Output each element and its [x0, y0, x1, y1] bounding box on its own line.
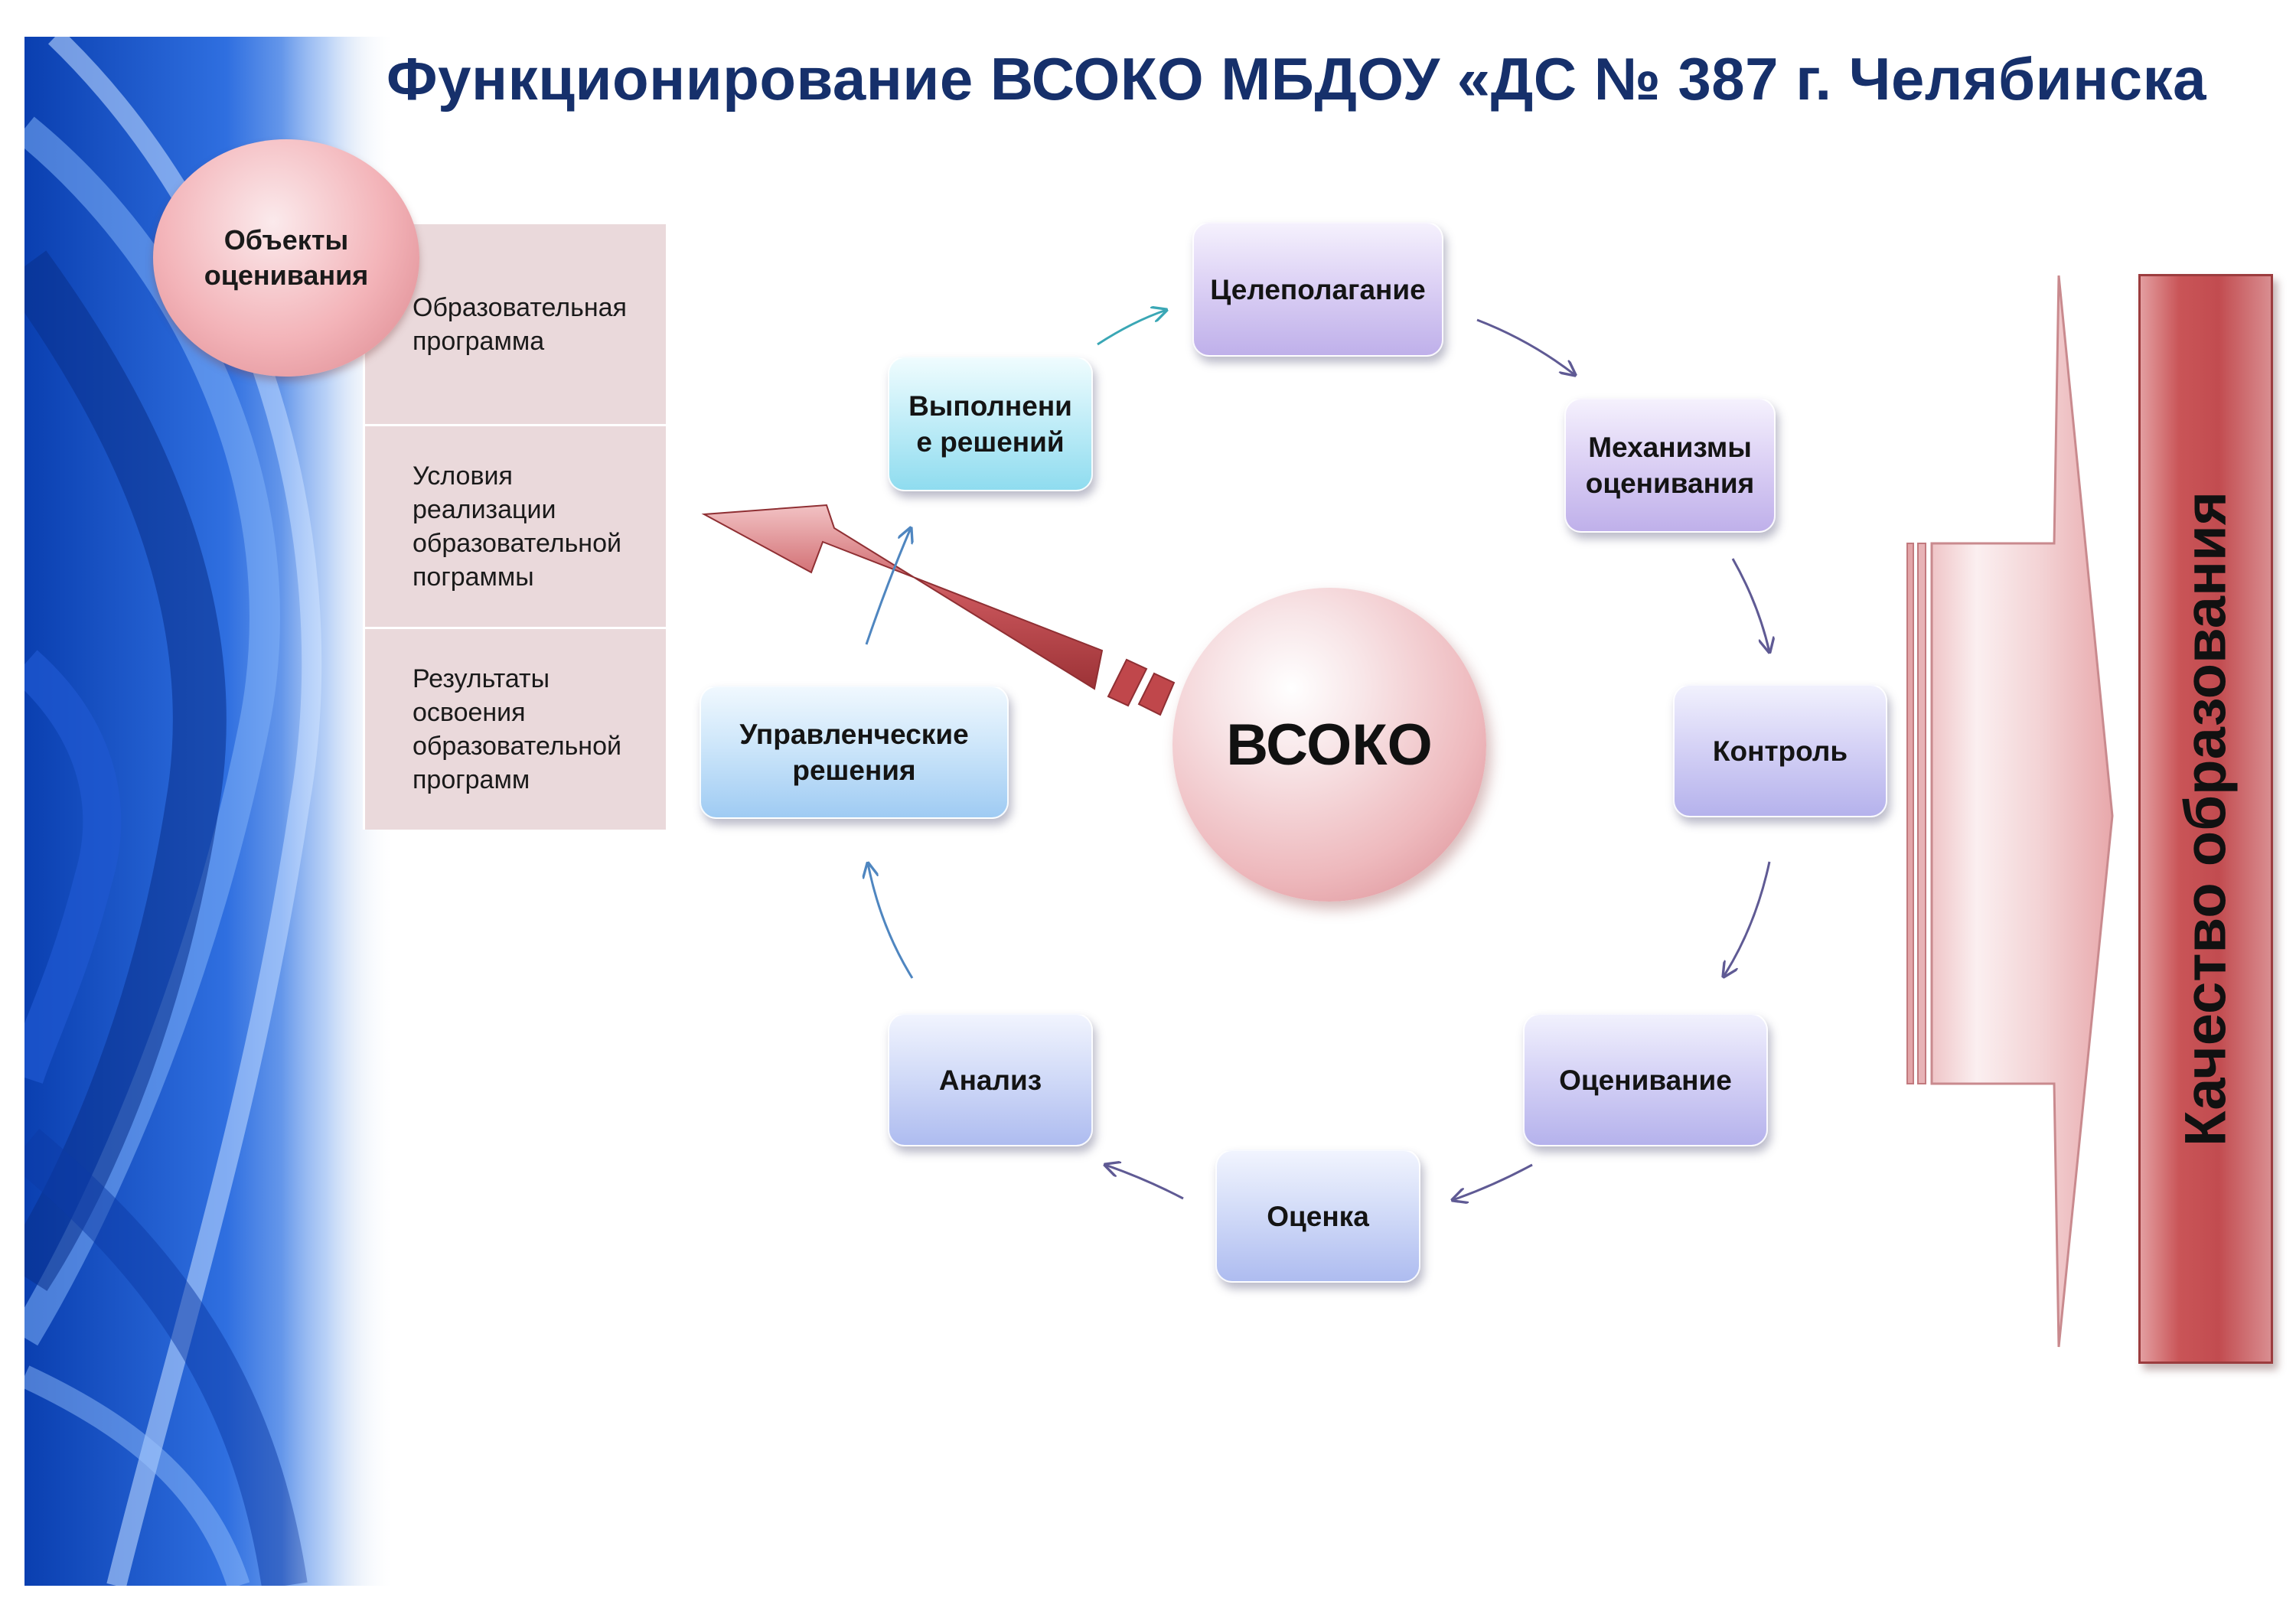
- node-evaluating: Оценивание: [1523, 1013, 1768, 1146]
- arrow-assessment-to-analysis: [1105, 1165, 1184, 1200]
- objects-list: Образовательная программа Условия реализ…: [363, 222, 666, 830]
- node-management-decisions: Управленческие решения: [700, 686, 1009, 819]
- objects-heading-circle: Объекты оценивания: [153, 139, 419, 377]
- arrow-goal-to-mechanisms: [1476, 318, 1575, 375]
- objects-list-item-label: Образовательная программа: [413, 292, 627, 356]
- node-assessment: Оценка: [1215, 1150, 1420, 1283]
- node-assessment-label: Оценка: [1267, 1200, 1369, 1232]
- objects-list-item: Результаты освоения образовательной прог…: [363, 627, 666, 830]
- page-title: Функционирование ВСОКО МБДОУ «ДС № 387 г…: [386, 45, 2206, 113]
- node-analysis: Анализ: [888, 1013, 1093, 1146]
- arrow-management-to-execution: [865, 528, 911, 645]
- vsoko-center-circle: ВСОКО: [1172, 588, 1486, 902]
- objects-list-item-label: Условия реализации образовательной погра…: [413, 461, 621, 592]
- vsoko-center-label: ВСОКО: [1226, 712, 1433, 778]
- arrow-control-to-evaluating: [1724, 861, 1771, 977]
- quality-big-arrow: [1906, 275, 2114, 1348]
- objects-list-item: Условия реализации образовательной погра…: [363, 424, 666, 627]
- arrow-evaluating-to-assessment: [1453, 1163, 1533, 1200]
- node-execution-label: Выполнени е решений: [908, 390, 1072, 458]
- quality-bar: Качество образования: [2138, 274, 2273, 1364]
- node-execution: Выполнени е решений: [888, 357, 1093, 491]
- node-goal-setting-label: Целеполагание: [1210, 273, 1426, 305]
- objects-list-item-label: Результаты освоения образовательной прог…: [413, 664, 621, 794]
- node-control: Контроль: [1673, 684, 1887, 817]
- arrow-mechanisms-to-control: [1731, 558, 1769, 652]
- node-control-label: Контроль: [1712, 735, 1848, 767]
- node-evaluating-label: Оценивание: [1559, 1064, 1732, 1096]
- arrow-analysis-to-management: [868, 863, 914, 979]
- quality-label: Качество образования: [2173, 491, 2239, 1147]
- node-goal-setting: Целеполагание: [1192, 222, 1443, 357]
- node-mechanisms: Механизмы оценивания: [1564, 398, 1776, 533]
- red-diagonal-arrow: [701, 504, 1176, 716]
- node-analysis-label: Анализ: [938, 1064, 1042, 1096]
- node-mechanisms-label: Механизмы оценивания: [1585, 432, 1755, 499]
- arrow-execution-to-goal: [1097, 310, 1166, 346]
- node-management-decisions-label: Управленческие решения: [739, 719, 969, 786]
- objects-heading: Объекты оценивания: [204, 224, 369, 291]
